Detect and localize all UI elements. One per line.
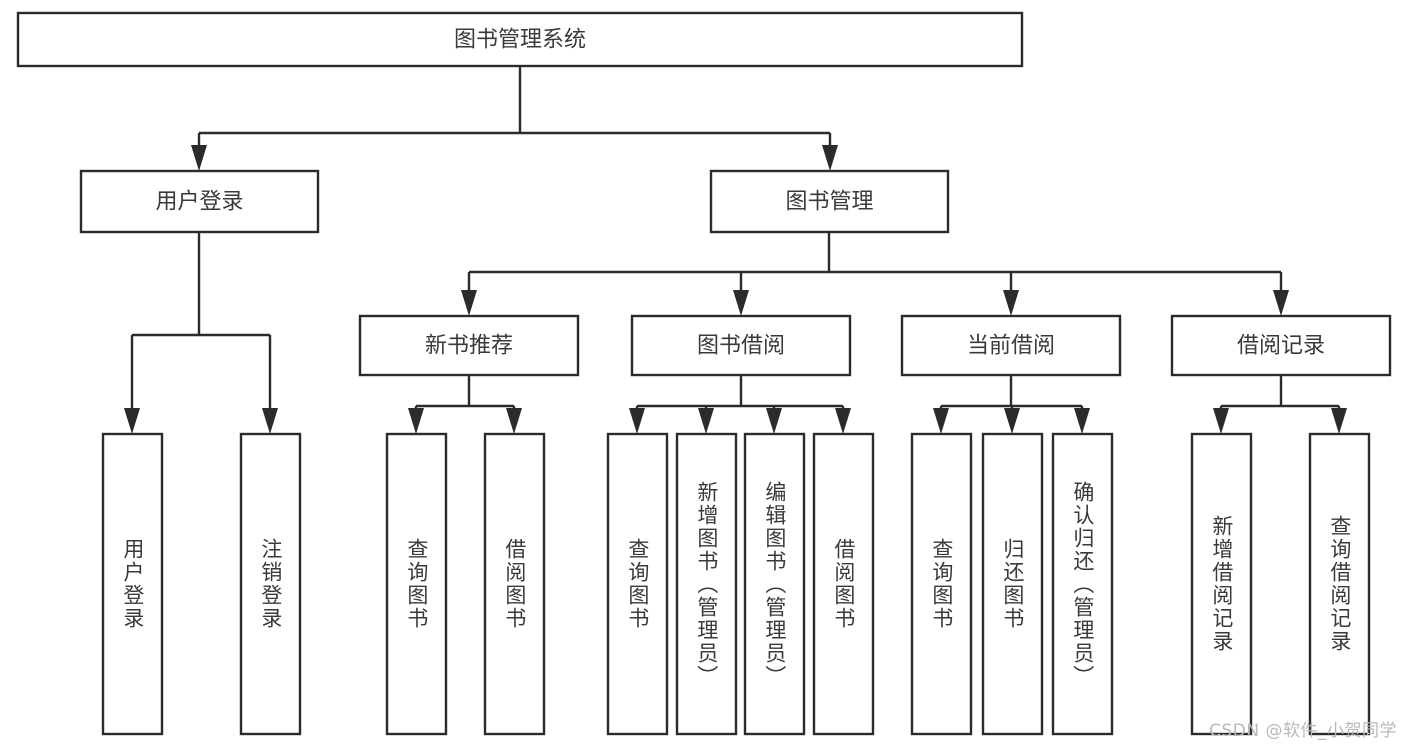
node-box-new-book-rec[interactable]: [358, 314, 580, 377]
arrow-head-icon: [1213, 408, 1229, 434]
arrow-head-icon: [733, 290, 749, 316]
node-box-leaf-query-book-1[interactable]: [385, 432, 448, 736]
node-box-leaf-add-book[interactable]: [675, 432, 738, 736]
node-box-current-borrow[interactable]: [900, 314, 1122, 377]
node-box-book-manage[interactable]: [709, 169, 950, 234]
connector-group: [191, 66, 838, 171]
connector-group: [933, 375, 1090, 434]
node-box-leaf-user-logout[interactable]: [239, 432, 302, 736]
watermark-text: CSDN @软件_小贺同学: [1209, 721, 1397, 741]
node-box-leaf-confirm-return[interactable]: [1051, 432, 1114, 736]
node-box-leaf-add-record[interactable]: [1190, 432, 1253, 736]
arrow-head-icon: [1074, 408, 1090, 434]
node-box-leaf-return-book[interactable]: [981, 432, 1044, 736]
node-box-book-borrow[interactable]: [630, 314, 852, 377]
arrow-head-icon: [1273, 290, 1289, 316]
node-box-leaf-borrow-book-1[interactable]: [483, 432, 546, 736]
arrow-head-icon: [1331, 408, 1347, 434]
arrow-head-icon: [408, 408, 424, 434]
node-box-user-login[interactable]: [79, 169, 320, 234]
arrow-head-icon: [191, 145, 207, 171]
connector-group: [408, 375, 522, 434]
node-box-leaf-query-record[interactable]: [1308, 432, 1371, 736]
connector-group: [629, 375, 851, 434]
arrow-head-icon: [461, 290, 477, 316]
node-box-borrow-record[interactable]: [1170, 314, 1392, 377]
node-label-borrow-record: 借阅记录: [1237, 334, 1325, 359]
connector-group: [1213, 375, 1347, 434]
arrow-head-icon: [262, 408, 278, 434]
node-box-leaf-edit-book[interactable]: [743, 432, 806, 736]
node-label-book-manage: 图书管理: [785, 190, 873, 215]
boxes-layer: [16, 11, 1392, 736]
arrow-head-icon: [1003, 290, 1019, 316]
node-label-user-login: 用户登录: [155, 190, 243, 215]
arrow-head-icon: [1004, 408, 1020, 434]
arrow-head-icon: [124, 408, 140, 434]
node-box-leaf-user-login[interactable]: [101, 432, 164, 736]
node-box-leaf-query-book-3[interactable]: [910, 432, 973, 736]
arrow-head-icon: [933, 408, 949, 434]
arrow-head-icon: [766, 408, 782, 434]
node-label-book-borrow: 图书借阅: [697, 334, 785, 359]
arrow-head-icon: [506, 408, 522, 434]
node-label-root: 图书管理系统: [454, 28, 586, 53]
arrow-head-icon: [629, 408, 645, 434]
arrow-head-icon: [698, 408, 714, 434]
node-box-leaf-query-book-2[interactable]: [606, 432, 669, 736]
connectors-layer: [124, 66, 1347, 434]
arrow-head-icon: [835, 408, 851, 434]
node-label-current-borrow: 当前借阅: [967, 334, 1055, 359]
node-box-leaf-borrow-book-2[interactable]: [812, 432, 875, 736]
arrow-head-icon: [822, 145, 838, 171]
connector-group: [461, 232, 1289, 316]
node-box-root[interactable]: [16, 11, 1024, 68]
node-label-new-book-rec: 新书推荐: [425, 334, 513, 359]
connector-group: [124, 232, 278, 434]
